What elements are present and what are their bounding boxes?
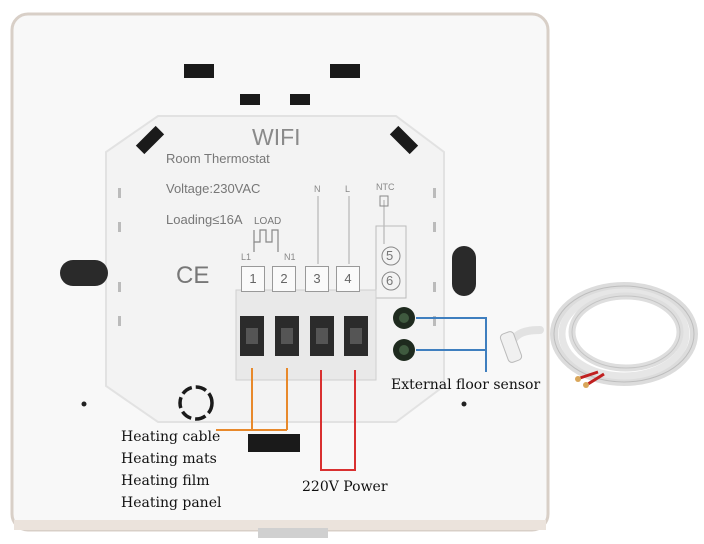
terminal-label-l1: L1 — [241, 252, 252, 262]
heating-item-mats: Heating mats — [121, 451, 217, 467]
heating-item-film: Heating film — [121, 473, 210, 489]
heating-callout-lines — [216, 368, 288, 431]
ntc-sensor-symbol — [379, 195, 389, 207]
terminal-number-6: 6 — [386, 273, 394, 288]
top-slot-right — [330, 64, 360, 78]
top-notch-left — [240, 94, 260, 105]
terminal-number-2: 2 — [272, 266, 296, 292]
terminal-6-ring — [381, 271, 401, 291]
wifi-label: WIFI — [252, 124, 301, 150]
model-label: Room Thermostat — [166, 151, 270, 166]
sensor-callout-lines — [416, 317, 487, 372]
terminal-number-4: 4 — [336, 266, 360, 292]
mount-hole-left — [60, 260, 108, 286]
backplate-edge — [14, 520, 546, 530]
power-label: 220V Power — [302, 479, 388, 495]
bottom-slot — [248, 434, 300, 452]
load-label: LOAD — [254, 216, 282, 227]
terminal-screws — [240, 316, 368, 356]
terminal-label-n1: N1 — [284, 252, 296, 262]
screw-dot-left — [81, 401, 87, 407]
terminal-5-ring — [381, 246, 401, 266]
top-notch-right — [290, 94, 310, 105]
side-ticks — [118, 188, 436, 326]
round-hole — [178, 385, 214, 421]
terminal-label-ntc: NTC — [376, 182, 395, 192]
sensor-probe-tip — [499, 331, 523, 363]
top-slot-left — [184, 64, 214, 78]
power-callout-lines — [320, 370, 356, 471]
heating-item-cable: Heating cable — [121, 429, 221, 445]
loading-label: Loading≤16A — [166, 212, 243, 227]
terminal-number-5: 5 — [386, 248, 394, 263]
ntc-bracket — [375, 225, 407, 299]
terminal-guide-lines — [317, 196, 385, 264]
load-relay-symbol — [253, 229, 279, 252]
bottom-tab — [258, 528, 328, 538]
ce-mark: CE — [176, 262, 210, 289]
terminal-number-1: 1 — [241, 266, 265, 292]
sensor-label: External floor sensor — [391, 377, 541, 393]
floor-sensor-cable — [506, 282, 698, 386]
corner-slot-left — [135, 125, 165, 155]
corner-slot-right — [389, 125, 419, 155]
terminal-label-l: L — [345, 184, 351, 194]
voltage-label: Voltage:230VAC — [166, 181, 261, 196]
terminal-label-n: N — [314, 184, 321, 194]
screw-dot-right — [461, 401, 467, 407]
sensor-leads — [575, 370, 605, 388]
terminal-number-3: 3 — [305, 266, 329, 292]
mount-hole-right — [452, 246, 476, 296]
heating-item-panel: Heating panel — [121, 495, 222, 511]
